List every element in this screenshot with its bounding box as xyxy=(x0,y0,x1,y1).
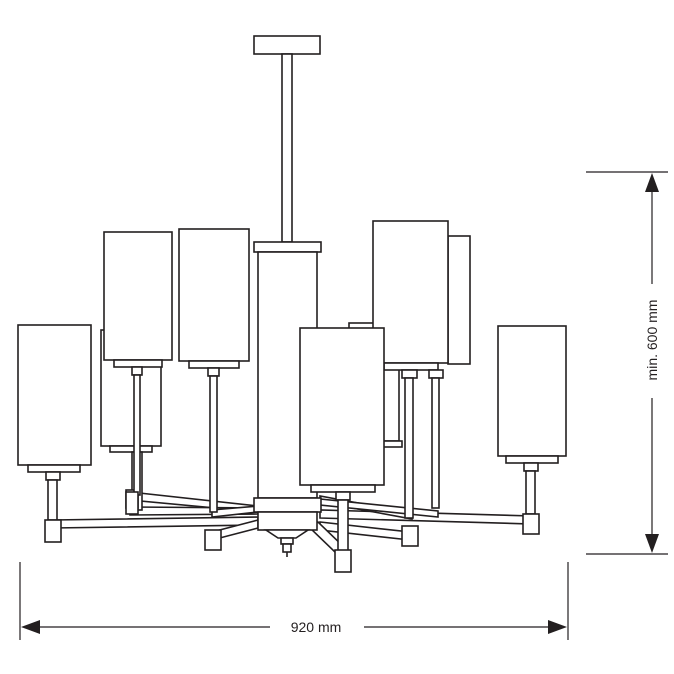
down-rod xyxy=(281,53,293,243)
shade-upper-center-left xyxy=(178,228,250,513)
shade-lower-right xyxy=(497,325,567,535)
shade-lower-left xyxy=(17,324,92,543)
height-arrow-bottom xyxy=(645,534,659,553)
arm-joints xyxy=(204,525,419,551)
shade-upper-center-right xyxy=(372,220,449,519)
width-arrow-right xyxy=(548,620,567,634)
width-arrow-left xyxy=(21,620,40,634)
shade-upper-left xyxy=(103,231,173,515)
height-label: min. 600 mm xyxy=(644,300,660,381)
height-arrow-top xyxy=(645,173,659,192)
width-dimension xyxy=(19,562,569,640)
height-dimension xyxy=(586,171,668,555)
shade-lower-front xyxy=(299,327,385,573)
ceiling-canopy xyxy=(253,35,321,55)
width-label: 920 mm xyxy=(291,619,342,635)
